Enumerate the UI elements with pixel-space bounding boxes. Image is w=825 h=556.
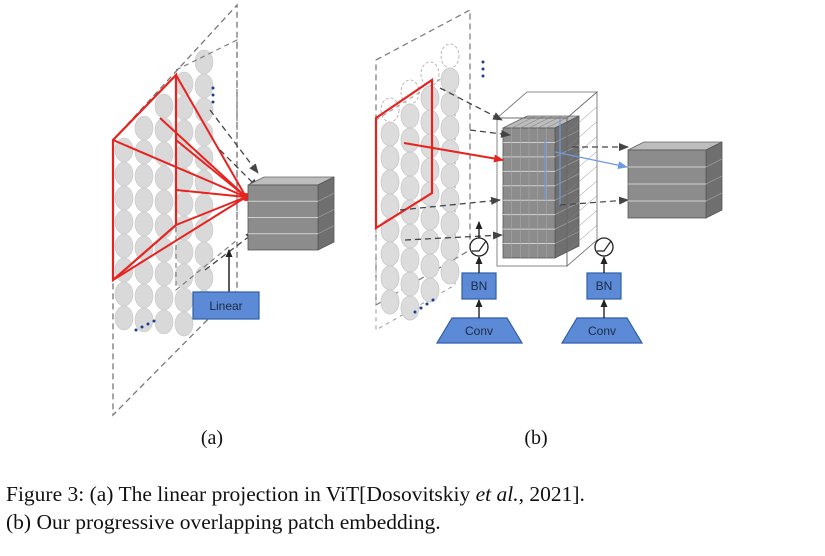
panel-a-label: (a) [201,427,223,449]
bn-box-2 [586,272,622,300]
caption-line-2: (b) Our progressive overlapping patch em… [6,510,441,534]
linear-box [192,291,260,320]
activation-icon-1 [469,237,489,257]
bn-label-1: BN [471,279,488,293]
patch-circle [134,211,154,237]
patch-circle [420,277,440,303]
patch-circle [420,109,440,135]
patch-circle [380,265,400,291]
patch-circle [134,307,154,333]
patch-circle [380,121,400,147]
patch-circle [174,263,194,289]
patch-circle [114,185,134,211]
activation-icon-2 [594,237,614,257]
linear-label: Linear [209,299,242,313]
patch-circle [440,235,460,261]
patch-circle [400,223,420,249]
patch-circle [420,253,440,279]
patch-circle [154,189,174,215]
patch-circle [114,233,134,259]
patch-circle [400,295,420,321]
patch-circle [114,161,134,187]
output-tokens-cube-a [247,176,335,251]
red-patch-b [374,77,434,230]
patch-circle [440,211,460,237]
patch-circle [400,175,420,201]
patch-circle [194,73,214,99]
patch-circle [440,163,460,189]
patch-circle [420,157,440,183]
caption-line-1: Figure 3: (a) The linear projection in V… [6,482,585,506]
patch-circle [440,43,460,69]
patch-circle [134,115,154,141]
patch-circle [134,187,154,213]
input-patches-a [114,49,214,337]
patch-circle [400,151,420,177]
patch-circle [380,97,400,123]
patch-circle [420,229,440,255]
patch-circle [194,241,214,267]
conv-label-1: Conv [465,324,493,338]
patch-circle [420,205,440,231]
patch-circle [440,91,460,117]
patch-circle [134,163,154,189]
conv-bn-stack-2: Conv BN [560,237,644,344]
patch-subplane-a [175,39,238,292]
patch-circle [154,285,174,311]
figure-caption: Figure 3: (a) The linear projection in V… [6,480,821,536]
bn-label-2: BN [596,279,613,293]
patch-circle [154,165,174,191]
patch-circle [194,265,214,291]
conv-trapezoid-2 [560,317,644,344]
patch-circle [400,271,420,297]
panel-a: Linear (a) [111,3,335,449]
ellipsis-dots-b [413,60,485,314]
patch-circle [400,247,420,273]
patch-circle [174,311,194,337]
panel-b: Conv BN Conv BN (b) [374,9,723,449]
patch-circle [134,139,154,165]
patch-circle [194,217,214,243]
patch-circle [400,103,420,129]
patch-circle [114,281,134,307]
bn-box-1 [461,272,497,300]
patch-circle [154,261,174,287]
patch-circle [174,71,194,97]
output-tokens-cube-b [627,141,723,219]
patch-circle [380,169,400,195]
patch-circle [134,283,154,309]
patch-circle [174,239,194,265]
patch-circle [440,115,460,141]
patch-circle [114,305,134,331]
dashed-arrows-b2 [559,143,629,206]
conv-trapezoid-1 [435,317,524,344]
patch-circle [380,289,400,315]
patch-circle [440,259,460,285]
conv-label-2: Conv [588,324,616,338]
patch-circle [174,167,194,193]
patch-circle [154,309,174,335]
patch-circle [154,93,174,119]
panel-b-label: (b) [524,427,547,449]
patch-circle [174,191,194,217]
patch-circle [114,209,134,235]
patch-circle [400,127,420,153]
input-patches-b [380,43,460,321]
patch-circle [380,241,400,267]
patch-circle [440,67,460,93]
patch-circle [174,287,194,313]
patch-plane-a [112,3,238,417]
red-projection-lines [112,74,247,281]
patch-circle [440,187,460,213]
patch-plane-b [375,9,471,307]
conv-bn-stack-1: Conv BN [435,221,524,344]
conv-feature-volume [495,91,599,267]
ellipsis-dots-a [134,86,215,332]
dashed-arrows-b1 [399,87,511,241]
patch-circle [380,217,400,243]
patch-circle [380,145,400,171]
patch-circle [420,85,440,111]
